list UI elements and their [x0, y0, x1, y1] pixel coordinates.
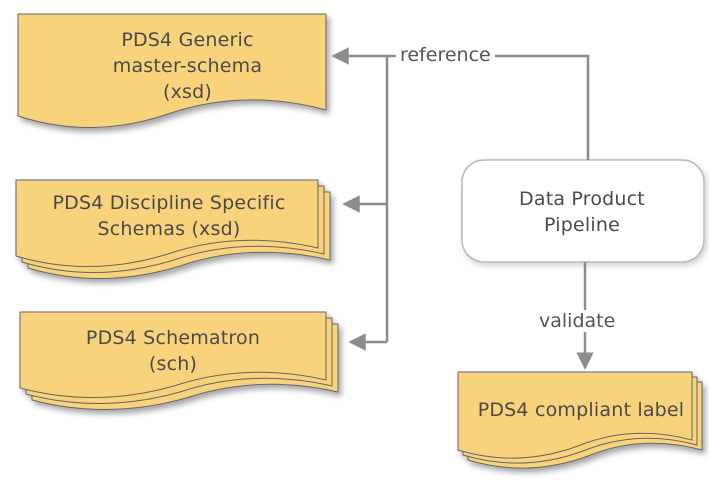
validate-edge-label: validate [535, 310, 620, 332]
discipline-schemas-front-page [15, 179, 319, 268]
schematron-label: PDS4 Schematron (sch) [85, 327, 261, 375]
pipeline-label: Data Product Pipeline [519, 188, 645, 236]
reference-edge-label: reference [396, 44, 495, 66]
reference-line-from-pipeline [387, 54, 590, 160]
pipeline-node [461, 159, 705, 263]
compliant-label-front-page [457, 371, 693, 459]
discipline-schemas-node [15, 179, 331, 280]
generic-schema-node [17, 13, 327, 129]
schematron-node [19, 311, 339, 411]
compliant-label-node [457, 371, 703, 469]
discipline-schemas-label: PDS4 Discipline Specific Schemas (xsd) [52, 192, 286, 240]
schematron-front-page [19, 311, 327, 399]
generic-schema-document-shape [17, 13, 327, 129]
compliant-label-label: PDS4 compliant label [477, 399, 685, 421]
generic-schema-label: PDS4 Generic master-schema (xsd) [112, 29, 263, 103]
pipeline-box [461, 159, 705, 263]
